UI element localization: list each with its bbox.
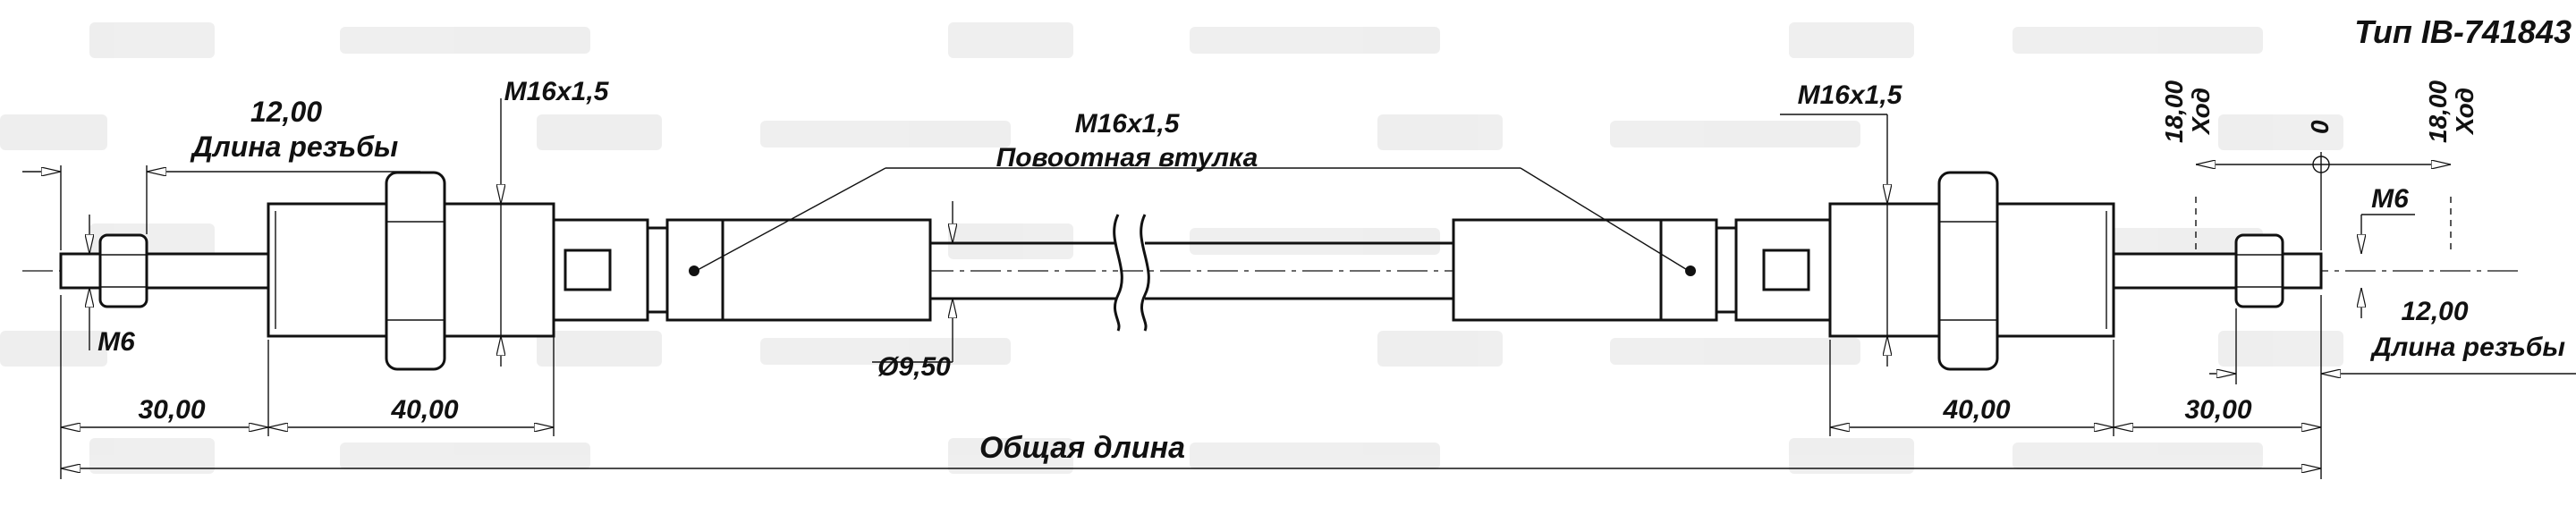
right-thread-length-label: Длина резъбы: [2369, 333, 2565, 362]
sleeve-leader-right: [1520, 167, 1690, 272]
left-threaded-body: [267, 202, 391, 338]
dimension-lines: [22, 98, 2576, 479]
left-pivot-dot: [689, 266, 699, 276]
right-stroke-left-label: Ход: [2187, 88, 2215, 136]
rod-diameter-label: Ø9,50: [877, 352, 951, 382]
left-thread-length-label: Длина резъбы: [190, 131, 398, 163]
right-dim-body: 40,00: [1942, 395, 2010, 425]
right-pivot-dot: [1685, 266, 1696, 276]
right-big-nut: [1937, 171, 1999, 371]
right-small-nut: [2234, 233, 2284, 308]
left-end-rod: [59, 252, 270, 290]
central-rod: [930, 214, 1453, 332]
left-thread-length-value: 12,00: [250, 96, 322, 128]
right-groove: [1715, 226, 1738, 314]
left-dim-body: 40,00: [390, 395, 458, 425]
right-dim-end: 30,00: [2184, 395, 2251, 425]
right-fitting-body: [1828, 202, 1941, 338]
left-groove: [646, 226, 669, 314]
right-end-assembly: [1452, 171, 2323, 371]
right-stroke-right-label: Ход: [2451, 88, 2479, 136]
break-mark-right: [1140, 214, 1150, 332]
left-small-nut: [98, 233, 148, 308]
left-end-thread-label: M6: [97, 327, 135, 357]
right-stroke-right-value: 18,00: [2424, 80, 2452, 143]
type-label: Тип IB-741843: [2354, 13, 2572, 50]
left-slot: [564, 249, 612, 291]
left-sleeve: [721, 218, 932, 322]
right-stroke-left-value: 18,00: [2160, 80, 2188, 143]
left-dim-end: 30,00: [138, 395, 205, 425]
sleeve-label: Повоотная втулка: [996, 143, 1258, 173]
left-thread-label: M16x1,5: [504, 77, 610, 106]
right-thread-length-value: 12,00: [2401, 297, 2468, 326]
right-thread-label: M16x1,5: [1798, 80, 1903, 110]
right-stroke-zero: 0: [2306, 120, 2334, 134]
break-mark-left: [1113, 214, 1123, 332]
left-fitting-body: [443, 202, 555, 338]
right-end-thread-label: M6: [2371, 184, 2409, 214]
right-end-rod: [2112, 252, 2323, 290]
center-thread-label: M16x1,5: [1075, 109, 1181, 139]
right-sleeve: [1452, 218, 1663, 322]
total-length-label: Общая длина: [979, 431, 1185, 465]
sleeve-leader-left: [695, 167, 886, 272]
right-slot: [1762, 249, 1810, 291]
left-big-nut: [385, 171, 446, 371]
right-threaded-body: [1996, 202, 2115, 338]
